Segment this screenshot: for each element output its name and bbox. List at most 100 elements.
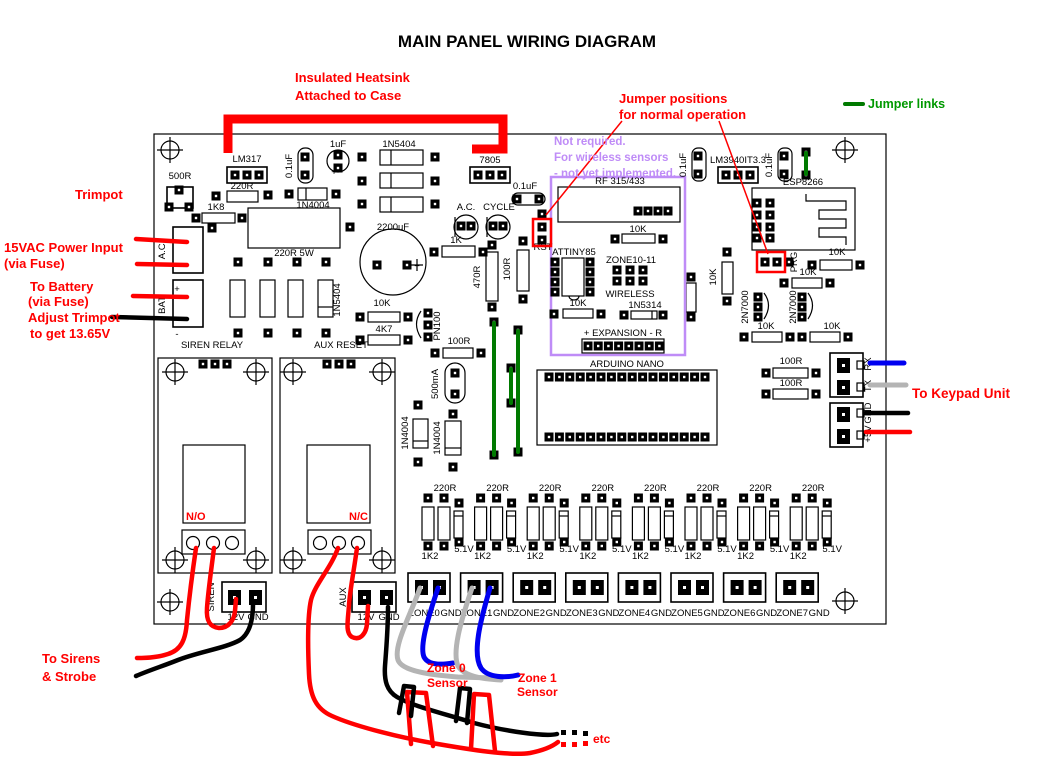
solder-pad	[633, 541, 643, 551]
solder-pad	[797, 312, 807, 322]
component-label: GND	[809, 608, 830, 619]
solder-pad	[537, 235, 547, 245]
component-label: BAT	[157, 296, 168, 314]
rf-module-outline	[557, 186, 681, 223]
component-label: 1uF	[330, 139, 347, 150]
solder-pad	[606, 372, 616, 382]
component-label: 1K	[450, 235, 462, 246]
solder-pad	[585, 277, 595, 287]
solder-pad	[466, 221, 476, 231]
wiring	[109, 102, 913, 757]
solder-pad	[164, 202, 174, 212]
component-label: -	[175, 329, 178, 340]
zone0-sensor-note-line1: Zone 0	[427, 661, 466, 675]
solder-pad	[198, 359, 208, 369]
trimpot-note: Trimpot	[75, 187, 123, 202]
component-label: 1K2	[579, 551, 596, 562]
solder-pad	[423, 320, 433, 330]
component-label: 10K	[800, 267, 818, 278]
keypad-note: To Keypad Unit	[912, 386, 1011, 401]
component-label: WIRELESS	[605, 289, 654, 300]
solder-pad	[550, 287, 560, 297]
battery-positive-wire	[130, 293, 190, 300]
solder-pad	[627, 432, 637, 442]
solder-pad	[413, 400, 423, 410]
component-label: ATTINY85	[552, 247, 596, 258]
solder-pad	[654, 341, 664, 351]
solder-pad	[544, 372, 554, 382]
solder-pad	[753, 312, 763, 322]
solder-pad	[755, 493, 765, 503]
zone1-sensor-note-line1: Zone 1	[518, 671, 557, 685]
solder-pad	[292, 257, 302, 267]
component-label: 220R	[749, 483, 772, 494]
solder-pad	[765, 210, 775, 220]
component-label: ARDUINO NANO	[590, 359, 664, 370]
solder-pad	[797, 332, 807, 342]
solder-pad	[825, 278, 835, 288]
solder-pad	[322, 359, 332, 369]
solder-pad	[581, 493, 591, 503]
component-label: 10K	[829, 247, 847, 258]
solder-pad	[450, 389, 460, 399]
component-label: PN100	[432, 311, 443, 340]
solder-pad	[669, 432, 679, 442]
esp8266-antenna	[805, 194, 847, 245]
sensor-black-kink-2	[453, 685, 473, 726]
solder-pad	[439, 541, 449, 551]
solder-pad	[534, 194, 544, 204]
component-label: GND	[493, 608, 514, 619]
solder-pad	[797, 302, 807, 312]
component-label: 220R	[539, 483, 562, 494]
solder-pad	[619, 310, 629, 320]
component-label: 220R	[644, 483, 667, 494]
solder-pad	[638, 276, 648, 286]
solder-pad	[565, 432, 575, 442]
solder-pad	[357, 176, 367, 186]
component-label: 1N4004	[432, 421, 443, 454]
solder-pad	[207, 223, 217, 233]
pin-pad	[678, 580, 691, 595]
pin-pad	[572, 580, 586, 595]
solder-pad	[700, 432, 710, 442]
solder-pad	[242, 170, 252, 180]
solder-pad	[357, 199, 367, 209]
component-label: ZONE4	[619, 608, 651, 619]
solder-pad	[473, 170, 483, 180]
solder-pad	[333, 150, 343, 160]
solder-pad	[653, 206, 663, 216]
power-input-note-line1: 15VAC Power Input	[4, 240, 124, 255]
solder-pad	[333, 163, 343, 173]
solder-pad	[765, 198, 775, 208]
solder-pad	[450, 368, 460, 378]
solder-pad	[233, 328, 243, 338]
arduino-nano-outline	[536, 369, 718, 446]
solder-pad	[544, 493, 554, 503]
component-label: 220R	[434, 483, 457, 494]
component-label: GND	[440, 608, 461, 619]
siren-wire-black-out	[133, 601, 256, 679]
pin-pad	[520, 580, 534, 595]
component-label: AUX RESET	[314, 340, 368, 351]
component-label: RST	[534, 242, 553, 253]
attiny85-outline	[561, 257, 585, 297]
solder-pad	[811, 368, 821, 378]
solder-pad	[403, 335, 413, 345]
solder-pad	[597, 493, 607, 503]
heatsink-note-line1: Insulated Heatsink	[295, 70, 411, 85]
solder-pad	[721, 170, 731, 180]
solder-pad	[222, 359, 232, 369]
solder-pad	[693, 169, 703, 179]
solder-pad	[292, 328, 302, 338]
solder-pad	[663, 206, 673, 216]
annotations: MAIN PANEL WIRING DIAGRAM Insulated Heat…	[4, 32, 1011, 746]
solder-pad	[284, 189, 294, 199]
solder-pad	[554, 372, 564, 382]
prg-jumper-highlight	[755, 250, 787, 274]
lm3940-connector	[717, 166, 759, 184]
solder-pad	[345, 222, 355, 232]
component-label: 0.1uF	[284, 154, 295, 178]
solder-pad	[658, 372, 668, 382]
solder-pad	[779, 151, 789, 161]
